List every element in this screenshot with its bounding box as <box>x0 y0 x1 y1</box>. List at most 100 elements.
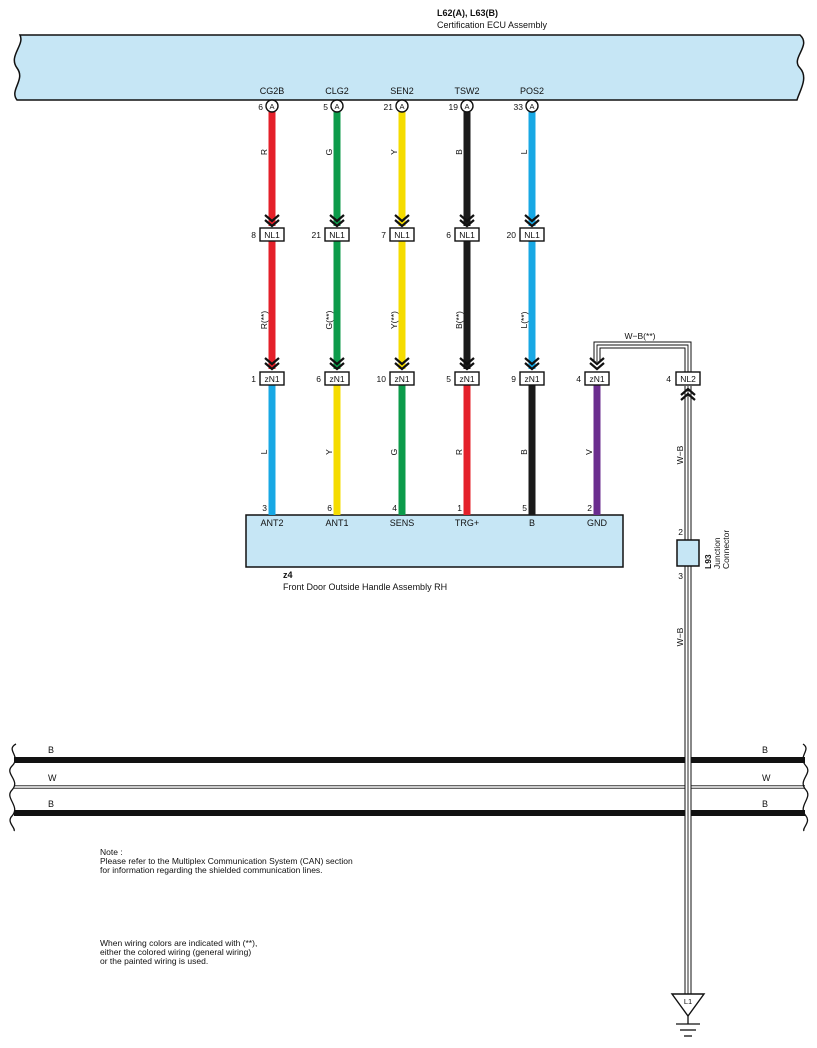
nl1-connector-code: NL1 <box>459 230 475 240</box>
z4-terminal-name: B <box>529 518 535 528</box>
note-line: either the colored wiring (general wirin… <box>100 947 251 957</box>
splice-arrow-up <box>680 392 696 401</box>
nl2-pin-number: 4 <box>666 374 671 384</box>
shield-wire-stripe <box>596 344 689 372</box>
splice-arrow-down <box>459 214 475 223</box>
circuit-columns: CG2BA6RNL18R(**)zN11L3ANT2CLG2A5GNL121G(… <box>251 86 610 528</box>
splice-arrow-down <box>394 214 410 223</box>
ground-point: L1 <box>670 993 706 1037</box>
note-heading: Note : <box>100 847 123 857</box>
shield-lines-right-break <box>802 743 809 832</box>
ecu-connector-letter: A <box>269 102 274 111</box>
splice-arrow-down <box>589 362 605 371</box>
ecu-connector-badge <box>330 99 344 113</box>
zn1-connector-pin-number: 10 <box>377 374 387 384</box>
shield-line-b-upper-label-left: B <box>48 745 54 755</box>
splice-arrow-down <box>264 362 280 371</box>
z4-terminal-name: GND <box>587 518 608 528</box>
z4-pin-number: 1 <box>457 503 462 513</box>
z4-pin-number: 3 <box>262 503 267 513</box>
wire-color-label: B <box>519 449 529 455</box>
ecu-connector-badge <box>265 99 279 113</box>
splice-arrow-down <box>394 219 410 228</box>
splice-arrow-down <box>329 357 345 366</box>
z4-terminal-name: SENS <box>390 518 415 528</box>
wire-color-label: G <box>324 149 334 156</box>
nl1-connector-pin-number: 21 <box>312 230 322 240</box>
z4-assembly-body <box>245 514 624 568</box>
ecu-terminal-name: CLG2 <box>325 86 349 96</box>
splice-arrow-down <box>459 362 475 371</box>
nl1-connector-pin-number: 7 <box>381 230 386 240</box>
ecu-pin-number: 5 <box>323 102 328 112</box>
splice-arrow-down <box>394 357 410 366</box>
junction-name-line1: Junction <box>712 537 722 569</box>
ecu-connector-letter: A <box>529 102 534 111</box>
zn1-connector-pin-number: 9 <box>511 374 516 384</box>
junction-name-line2: Connector <box>721 530 731 569</box>
nl1-connector-pin-number: 20 <box>507 230 517 240</box>
shield-lines: B B W W B B <box>9 743 809 832</box>
zn1-connector-code: zN1 <box>329 374 344 384</box>
ecu-pin-number: 6 <box>258 102 263 112</box>
ground-point-code: L1 <box>684 997 692 1006</box>
nl1-connector-pin-number: 6 <box>446 230 451 240</box>
shield-line-b-lower-label-left: B <box>48 799 54 809</box>
z4-terminal-name: TRG+ <box>455 518 479 528</box>
wire-color-label: Y(**) <box>389 311 399 329</box>
nl1-connector-code: NL1 <box>329 230 345 240</box>
ecu-connector-letter: A <box>334 102 339 111</box>
splice-arrow-down <box>524 357 540 366</box>
wire-color-label: R <box>259 149 269 155</box>
zn1-connector-body <box>389 371 415 386</box>
note-line: or the painted wiring is used. <box>100 956 208 966</box>
nl1-connector-body <box>519 227 545 242</box>
wire-color-label: L <box>259 449 269 454</box>
drain-wire-color-label-lower: W−B <box>675 627 685 646</box>
wire-color-label: L(**) <box>519 311 529 328</box>
zn1-connector-body <box>519 371 545 386</box>
zn1-connector-code: zN1 <box>524 374 539 384</box>
shield-wire-fill <box>594 342 691 372</box>
splice-arrow-down <box>589 357 605 366</box>
zn1-connector-code: zN1 <box>589 374 604 384</box>
ecu-pin-number: 19 <box>449 102 459 112</box>
zn1-connector-pin-number: 1 <box>251 374 256 384</box>
splice-arrow-down <box>264 357 280 366</box>
ecu-terminal-name: SEN2 <box>390 86 414 96</box>
zn1-connector-code: zN1 <box>394 374 409 384</box>
wire-color-label: R <box>454 449 464 455</box>
splice-arrow-down <box>524 214 540 223</box>
ecu-terminal-name: POS2 <box>520 86 544 96</box>
note-line: Please refer to the Multiplex Communicat… <box>100 856 353 866</box>
ecu-name: Certification ECU Assembly <box>437 20 548 30</box>
nl1-connector-body <box>259 227 285 242</box>
wire-color-label: L <box>519 149 529 154</box>
splice-arrow-down <box>329 219 345 228</box>
zn1-connector-code: zN1 <box>459 374 474 384</box>
nl2-connector-body <box>675 371 701 386</box>
zn1-connector-pin-number: 4 <box>576 374 581 384</box>
wire-color-label: G <box>389 449 399 456</box>
shield-wire: W−B(**) <box>593 331 692 372</box>
nl1-connector-pin-number: 8 <box>251 230 256 240</box>
zn1-connector-body <box>259 371 285 386</box>
nl2-connector-code: NL2 <box>680 374 696 384</box>
ecu-terminal-name: CG2B <box>260 86 285 96</box>
wire-color-label: Y <box>324 449 334 455</box>
shield-line-w-label-right: W <box>762 773 771 783</box>
shield-wire-color-label: W−B(**) <box>625 331 656 341</box>
note-line: for information regarding the shielded c… <box>100 865 323 875</box>
z4-code: z4 <box>283 570 293 580</box>
wire-color-label: V <box>584 449 594 455</box>
ecu-connector-badge <box>460 99 474 113</box>
ground-point-triangle <box>670 993 706 1018</box>
shield-note: Note : Please refer to the Multiplex Com… <box>100 847 353 875</box>
zn1-connector-body <box>584 371 610 386</box>
shield-line-b-upper-label-right: B <box>762 745 768 755</box>
zn1-connector-code: zN1 <box>264 374 279 384</box>
